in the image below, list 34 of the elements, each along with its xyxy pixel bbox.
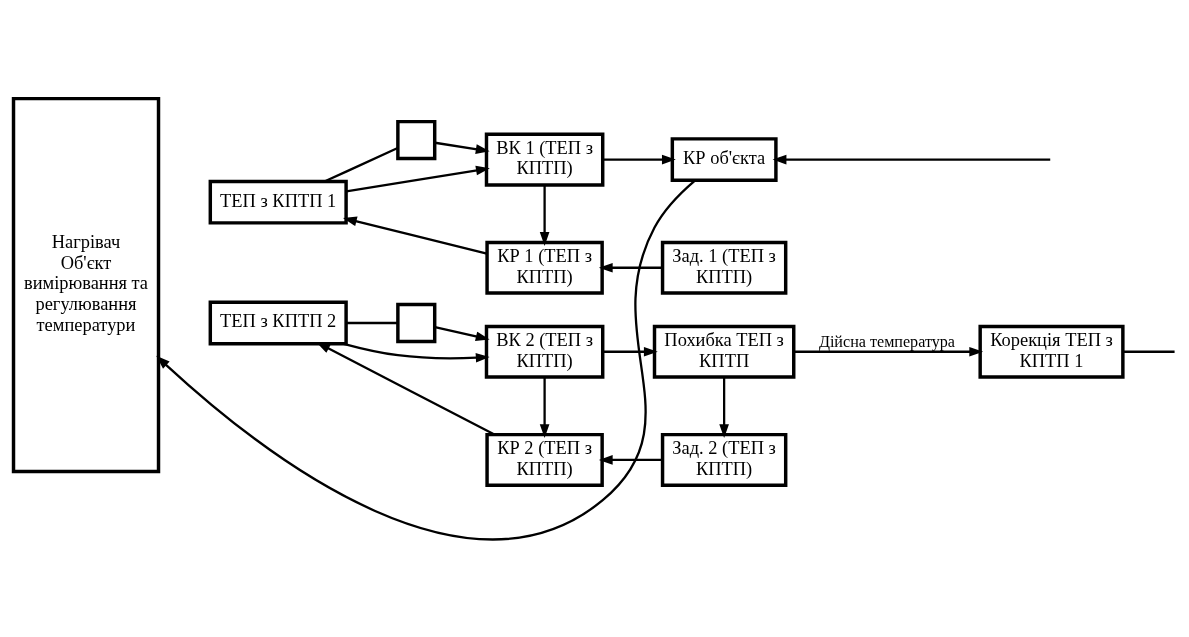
arrow xyxy=(598,454,663,465)
arrow xyxy=(539,184,550,246)
connector xyxy=(1122,350,1175,353)
arrow xyxy=(793,346,984,357)
arrow xyxy=(316,341,495,436)
node-box: ВК 2 (ТЕП з КПТП) xyxy=(484,324,605,379)
arrow xyxy=(598,262,663,273)
node-box: КР 2 (ТЕП з КПТП) xyxy=(485,432,604,487)
arrow xyxy=(719,376,729,438)
node-box: Похибка ТЕП з КПТП xyxy=(652,324,796,379)
arrow xyxy=(342,216,488,255)
node-box xyxy=(396,119,437,160)
node-box: ВК 1 (ТЕП з КПТП) xyxy=(484,132,605,187)
arrow xyxy=(772,154,1051,164)
arrow xyxy=(602,346,658,357)
node-box: Зад. 1 (ТЕП з КПТП) xyxy=(660,240,788,295)
node-box: КР об'єкта xyxy=(670,136,778,182)
arrow xyxy=(343,342,490,363)
node-box: ТЕП з КПТП 2 xyxy=(208,300,348,345)
connector xyxy=(324,146,399,182)
arrow xyxy=(434,141,490,154)
node-box xyxy=(396,302,437,343)
arrow xyxy=(434,325,490,341)
arrow xyxy=(602,154,676,164)
node-box: КР 1 (ТЕП з КПТП) xyxy=(485,240,604,295)
node-box: ТЕП з КПТП 1 xyxy=(208,179,348,225)
edge-label: Дійсна температура xyxy=(818,332,955,350)
node-box: Корекція ТЕП з КПТП 1 xyxy=(978,324,1125,379)
node-box: Нагрівач Об'єкт вимірювання та регулювання температури xyxy=(11,96,161,473)
connector xyxy=(346,321,398,324)
node-box: Зад. 2 (ТЕП з КПТП) xyxy=(660,432,788,487)
arrow xyxy=(156,179,696,540)
arrow xyxy=(346,165,490,192)
arrow xyxy=(539,376,550,438)
